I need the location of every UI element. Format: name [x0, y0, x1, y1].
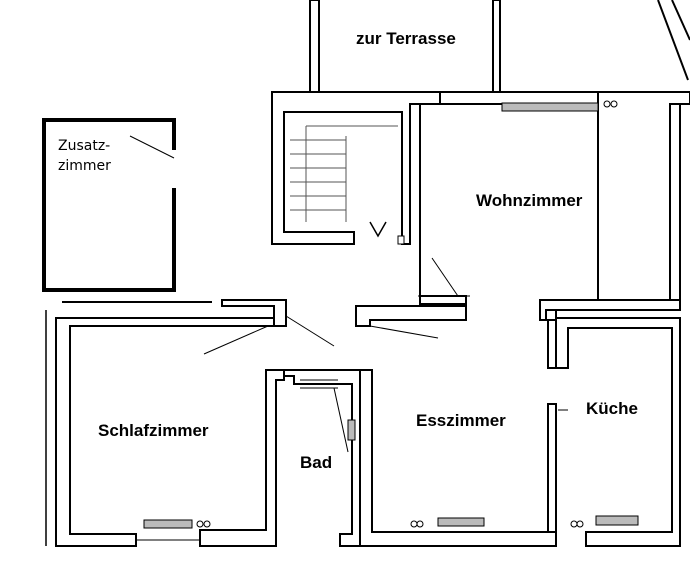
- dining-room-label: Esszimmer: [416, 411, 506, 430]
- bedroom-walls: [45, 310, 285, 547]
- bedroom-label: Schlafzimmer: [98, 421, 209, 440]
- dining-room-walls: [359, 319, 569, 547]
- extra-room-label-line1: Zusatz-: [58, 138, 110, 154]
- living-room-label: Wohnzimmer: [476, 191, 583, 210]
- staircase: [271, 91, 441, 245]
- extra-room-walls: [42, 118, 176, 292]
- bathroom-label: Bad: [300, 453, 332, 472]
- kitchen-walls: [555, 317, 681, 547]
- living-room-walls: [418, 91, 690, 321]
- terrace-label: zur Terrasse: [356, 29, 456, 48]
- kitchen-label: Küche: [586, 399, 638, 418]
- hallway-walls: [62, 299, 467, 347]
- extra-room-label-line2: zimmer: [58, 158, 111, 174]
